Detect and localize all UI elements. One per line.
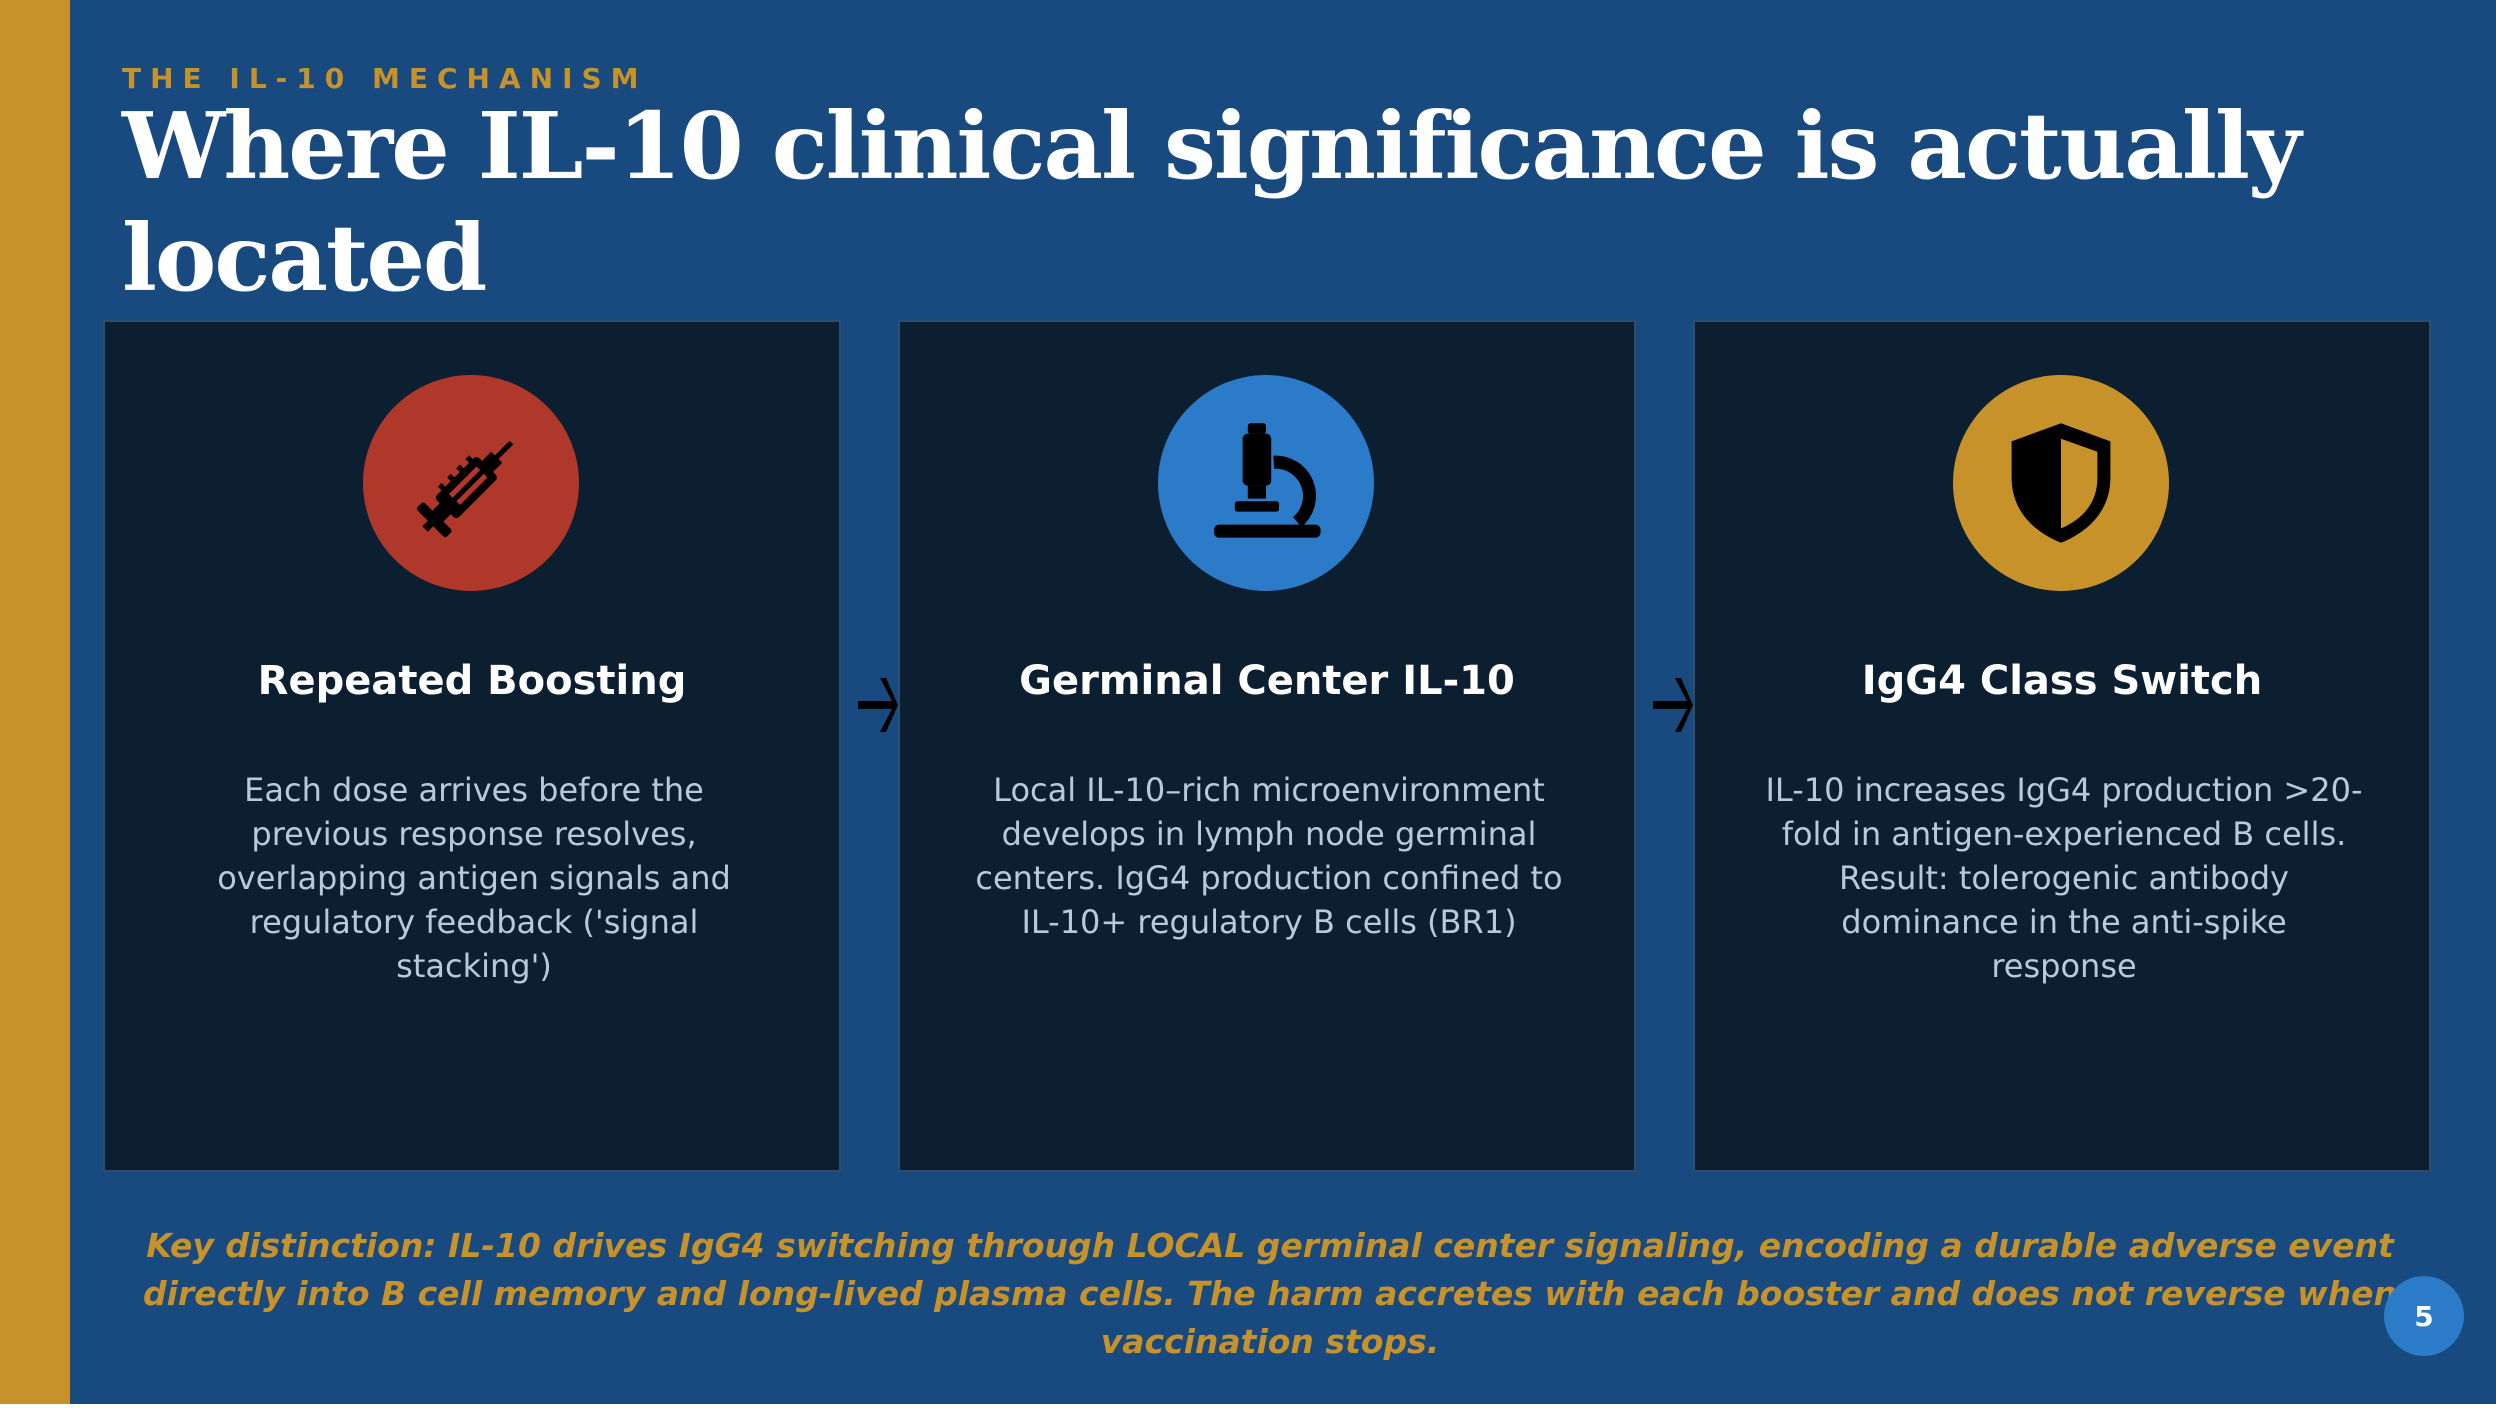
microscope-icon xyxy=(1214,423,1321,538)
card-title: Repeated Boosting xyxy=(257,658,687,704)
shield-icon xyxy=(2011,423,2111,543)
syringe-icon xyxy=(416,440,514,538)
card-germinal-center: Germinal Center IL-10 Local IL-10–rich m… xyxy=(898,320,1636,1172)
section-eyebrow: THE IL-10 MECHANISM xyxy=(122,62,648,95)
page-number-badge: 5 xyxy=(2384,1276,2464,1356)
card-title: Germinal Center IL-10 xyxy=(1019,658,1515,704)
card-body: Local IL-10–rich microenvironment develo… xyxy=(975,771,1563,941)
arrow-right-icon xyxy=(858,678,898,732)
shield-icon-circle xyxy=(1953,375,2169,591)
key-distinction-callout: Key distinction: IL-10 drives IgG4 switc… xyxy=(143,1226,2397,1361)
arrow-right-icon xyxy=(1653,678,1693,732)
accent-side-bar xyxy=(0,0,70,1404)
syringe-icon-circle xyxy=(363,375,579,591)
card-title: IgG4 Class Switch xyxy=(1861,658,2263,704)
slide-title: Where IL-10 clinical significance is act… xyxy=(122,92,2301,312)
microscope-icon-circle xyxy=(1158,375,1374,591)
card-igg4-class-switch: IgG4 Class Switch IL-10 increases IgG4 p… xyxy=(1693,320,2431,1172)
card-body: IL-10 increases IgG4 production >20-fold… xyxy=(1765,771,2363,985)
card-repeated-boosting: Repeated Boosting Each dose arrives befo… xyxy=(103,320,841,1172)
card-body: Each dose arrives before the previous re… xyxy=(217,771,731,985)
